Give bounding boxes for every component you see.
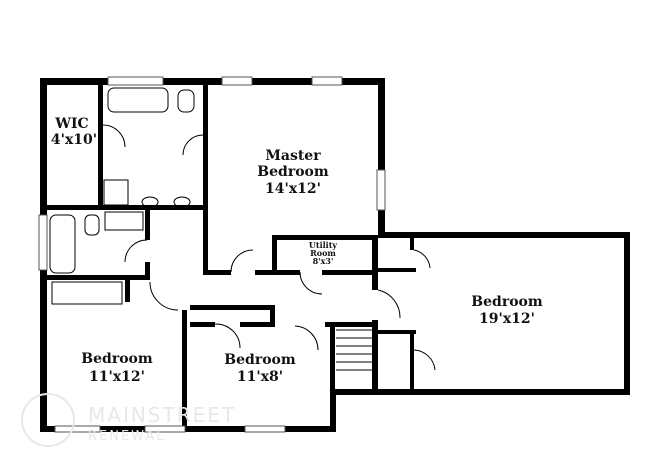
utility-name-2: Room <box>310 248 336 258</box>
watermark: MAINSTREET RENEWAL <box>21 393 236 447</box>
doors <box>102 124 436 371</box>
watermark-line1: MAINSTREET <box>88 403 236 427</box>
bedroom-sw-name: Bedroom <box>81 351 153 367</box>
watermark-line2: RENEWAL <box>88 429 165 444</box>
master-name-2: Bedroom <box>257 164 329 180</box>
bedroom-sw-size: 11'x12' <box>89 369 145 385</box>
bedroom-s-name: Bedroom <box>224 352 296 368</box>
utility-name-1: Utility <box>309 240 337 250</box>
master-size: 14'x12' <box>265 181 321 197</box>
bedroom-east-name: Bedroom <box>471 294 543 310</box>
bedroom-s-size: 11'x8' <box>237 369 283 385</box>
wic-size: 4'x10' <box>51 132 97 148</box>
wic-name: WIC <box>54 116 88 132</box>
master-name-1: Master <box>265 148 321 164</box>
windows <box>38 76 386 433</box>
room-labels: WIC 4'x10' Master Bedroom 14'x12' Utilit… <box>51 116 543 385</box>
fixtures <box>49 87 372 371</box>
utility-size: 8'x3' <box>313 256 334 266</box>
bedroom-east-size: 19'x12' <box>479 311 535 327</box>
watermark-logo-icon <box>21 393 75 447</box>
